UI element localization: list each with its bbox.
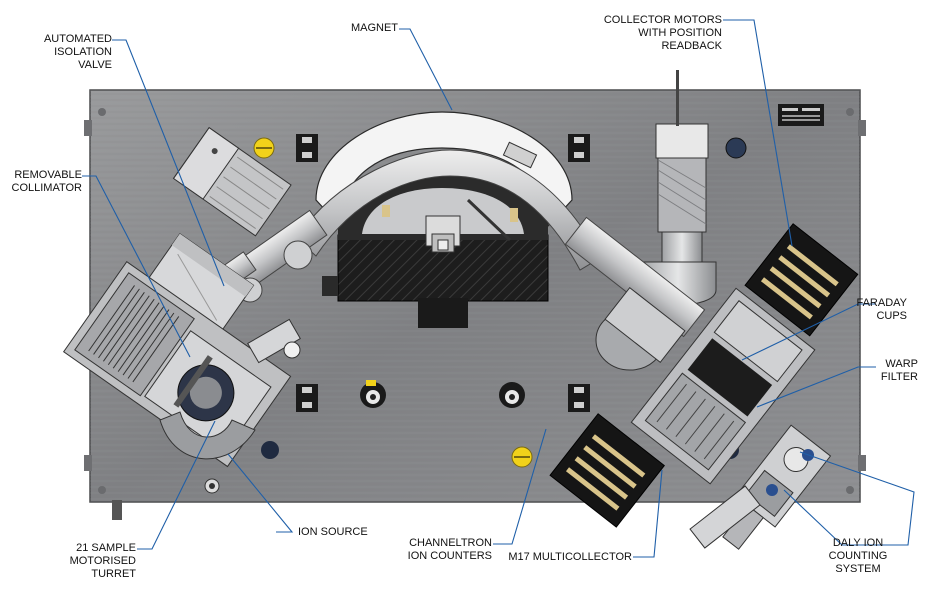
daly-lower-arm	[689, 449, 814, 549]
multicollector-housing	[630, 287, 816, 485]
ion-source-turret	[62, 260, 301, 494]
label-magnet: MAGNET	[350, 22, 398, 34]
faraday-detector	[744, 223, 859, 337]
label-ion-source: ION SOURCE	[298, 526, 368, 538]
label-removable-collimator: REMOVABLE COLLIMATOR	[11, 169, 83, 194]
id-plate	[778, 104, 824, 126]
label-m17-multicollector: M17 MULTICOLLECTOR	[508, 551, 632, 563]
label-collector-motors: COLLECTOR MOTORS WITH POSITION READBACK	[603, 14, 722, 52]
plate-knobs	[98, 108, 854, 494]
label-faraday-cups: FARADAY CUPS	[856, 297, 907, 322]
isolation-valve	[172, 126, 292, 237]
magnet-assembly	[295, 111, 601, 328]
channeltron-detector	[549, 413, 666, 528]
label-warp-filter: WARP FILTER	[880, 358, 918, 383]
label-channeltron-ion-counters: CHANNELTRON ION COUNTERS	[407, 537, 492, 562]
collector-column	[564, 70, 717, 371]
leader-lines	[82, 19, 915, 558]
label-automated-isolation-valve: AUTOMATED ISOLATION VALVE	[43, 33, 112, 71]
mounting-clamps	[296, 134, 590, 412]
label-daly-ion-counting-system: DALY ION COUNTING SYSTEM	[828, 537, 888, 575]
label-21-sample-turret: 21 SAMPLE MOTORISED TURRET	[69, 542, 136, 580]
